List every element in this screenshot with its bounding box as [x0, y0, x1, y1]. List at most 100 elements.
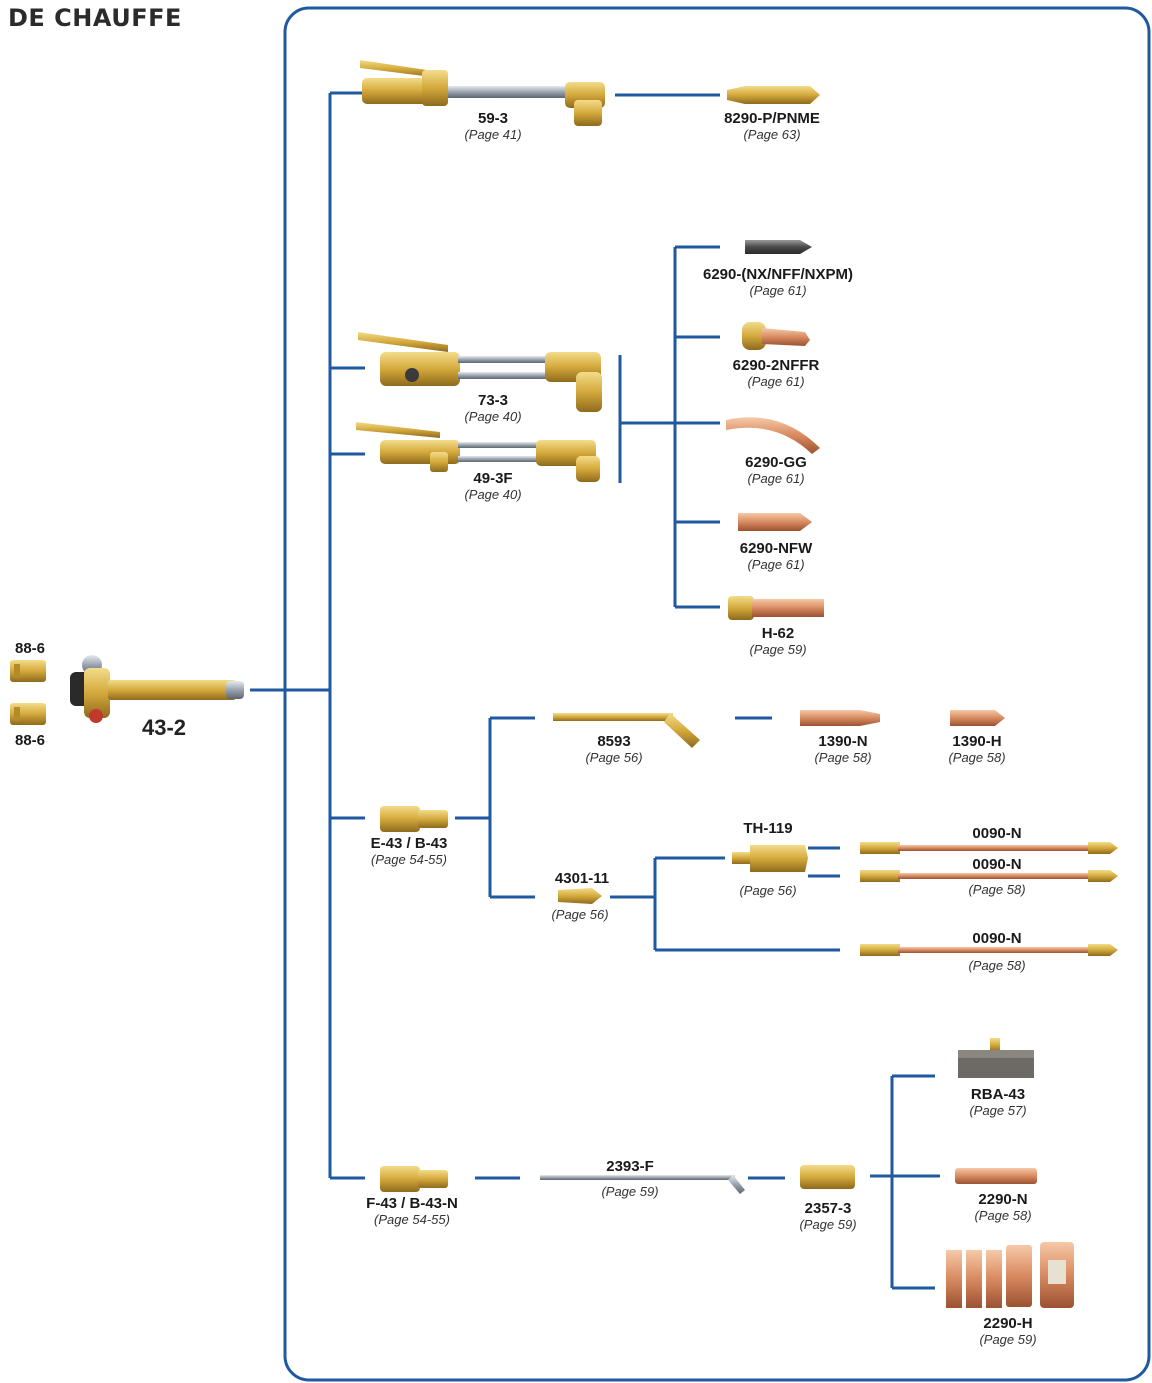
fitting-88-6-bottom-label: 88-6 [15, 732, 45, 749]
part-8593-image [553, 713, 700, 748]
part-code: 6290-2NFFR [732, 357, 820, 374]
page-reference: (Page 59) [799, 1217, 857, 1232]
part-label-6290-nfw: 6290-NFW (Page 61) [740, 540, 813, 573]
part-label-2393-f: 2393-F [606, 1158, 654, 1175]
part-code: 88-6 [14, 640, 46, 657]
page-reference: (Page 58) [974, 1208, 1032, 1223]
tip-2290-n-image [955, 1168, 1037, 1184]
part-code: 2290-H [983, 1315, 1033, 1332]
page-reference: (Page 58) [968, 958, 1026, 973]
page-reference: (Page 61) [749, 283, 807, 298]
part-label-49-3F: 49-3F (Page 40) [464, 470, 521, 503]
page-reference: (Page 59) [979, 1332, 1037, 1347]
part-code: RBA-43 [970, 1086, 1026, 1103]
page-title: DE CHAUFFE [8, 4, 182, 32]
tip-8290-image [727, 86, 820, 104]
part-code: 59-3 [477, 110, 509, 127]
part-label-59-3: 59-3 (Page 41) [464, 110, 521, 143]
part-label-4301-11: 4301-11 [555, 870, 609, 887]
page-reference: (Page 56) [551, 907, 609, 922]
connector-lines [250, 91, 940, 1290]
page-reference: (Page 54-55) [371, 852, 447, 867]
part-code: 6290-(NX/NFF/NXPM) [702, 266, 854, 283]
part-label-6290-2nffr: 6290-2NFFR (Page 61) [733, 357, 820, 390]
torch-73-3-image [358, 332, 602, 412]
page-reference: (Page 58) [968, 882, 1026, 897]
part-label-e-43: E-43 / B-43 (Page 54-55) [371, 835, 448, 868]
part-label-8290: 8290-P/PNME (Page 63) [724, 110, 820, 143]
part-code: 0090-N [972, 930, 1022, 947]
page-reference: (Page 61) [747, 471, 805, 486]
part-label-1390-h: 1390-H (Page 58) [948, 733, 1005, 766]
part-label-0090-n-bottom: 0090-N [972, 930, 1021, 947]
fitting-2357-3-image [800, 1165, 855, 1189]
page-reference: (Page 40) [464, 409, 522, 424]
page-reference: (Page 41) [464, 127, 522, 142]
tube-2393-f-image [540, 1175, 745, 1194]
part-label-th-119: TH-119 [743, 820, 792, 837]
part-code: E-43 / B-43 [370, 835, 448, 852]
part-code: 0090-N [972, 825, 1022, 842]
part-code: 1390-H [952, 733, 1002, 750]
part-code: 4301-11 [554, 870, 610, 887]
part-code: 88-6 [14, 732, 46, 749]
part-label-8593: 8593 (Page 56) [585, 733, 642, 766]
part-label-rba-43: RBA-43 (Page 57) [969, 1086, 1026, 1119]
part-code: H-62 [761, 625, 795, 642]
part-code: TH-119 [743, 820, 793, 837]
part-label-6290-gg: 6290-GG (Page 61) [745, 454, 807, 487]
fitting-88-6-bottom-image [10, 703, 46, 725]
part-label-f-43: F-43 / B-43-N (Page 54-55) [366, 1195, 458, 1228]
page-reference: (Page 58) [814, 750, 872, 765]
page-reference: (Page 59) [601, 1184, 659, 1199]
part-label-2357-3: 2357-3 (Page 59) [799, 1200, 856, 1233]
page-reference: (Page 57) [969, 1103, 1027, 1118]
part-label-2290-n: 2290-N (Page 58) [974, 1191, 1031, 1224]
page-ref-th-119: (Page 56) [739, 883, 796, 899]
part-label-0090-n-middle: 0090-N [972, 856, 1021, 873]
part-code: 1390-N [818, 733, 868, 750]
torch-59-3-image [360, 60, 605, 126]
rod-0090-n-middle-image [860, 870, 1118, 882]
rod-0090-n-bottom-image [860, 944, 1118, 956]
part-code: 8290-P/PNME [724, 110, 820, 127]
page-reference: (Page 40) [464, 487, 522, 502]
part-code: 6290-NFW [739, 540, 813, 557]
part-code: F-43 / B-43-N [366, 1195, 458, 1212]
fitting-88-6-top-label: 88-6 [15, 640, 45, 657]
page-ref-4301-11: (Page 56) [551, 907, 608, 923]
part-th-119-image [732, 845, 808, 872]
part-code: 0090-N [972, 856, 1022, 873]
fitting-88-6-top-image [10, 660, 46, 682]
mixer-e-43-image [380, 806, 448, 832]
part-code: 2357-3 [804, 1200, 852, 1217]
part-code: 73-3 [477, 392, 509, 409]
part-label-73-3: 73-3 (Page 40) [464, 392, 521, 425]
tip-1390-n-image [800, 710, 880, 726]
handle-43-2-label: 43-2 [141, 715, 187, 740]
page-reference: (Page 59) [749, 642, 807, 657]
part-code: 6290-GG [745, 454, 807, 471]
part-label-h-62: H-62 (Page 59) [749, 625, 806, 658]
page-reference: (Page 61) [747, 374, 805, 389]
rod-0090-n-top-image [860, 842, 1118, 854]
tip-h-62-image [728, 596, 824, 620]
part-label-6290-nx: 6290-(NX/NFF/NXPM) (Page 61) [703, 266, 853, 299]
part-label-0090-n-top: 0090-N [972, 825, 1021, 842]
tips-2290-h-image [946, 1242, 1074, 1308]
page-ref-2393-f: (Page 59) [601, 1184, 658, 1200]
tip-6290-nx-image [745, 240, 812, 254]
mixer-f-43-image [380, 1166, 448, 1192]
part-label-2290-h: 2290-H (Page 59) [979, 1315, 1036, 1348]
part-code: 8593 [597, 733, 631, 750]
tip-6290-nfw-image [738, 513, 812, 531]
page-reference: (Page 58) [948, 750, 1006, 765]
burner-rba-43-image [958, 1038, 1034, 1078]
part-code: 2393-F [606, 1158, 654, 1175]
tip-6290-2nffr-image [742, 322, 810, 350]
part-code: 49-3F [473, 470, 513, 487]
page-ref-0090-n-bottom: (Page 58) [968, 958, 1025, 974]
page-reference: (Page 56) [739, 883, 797, 898]
handle-43-2-image [70, 655, 244, 723]
